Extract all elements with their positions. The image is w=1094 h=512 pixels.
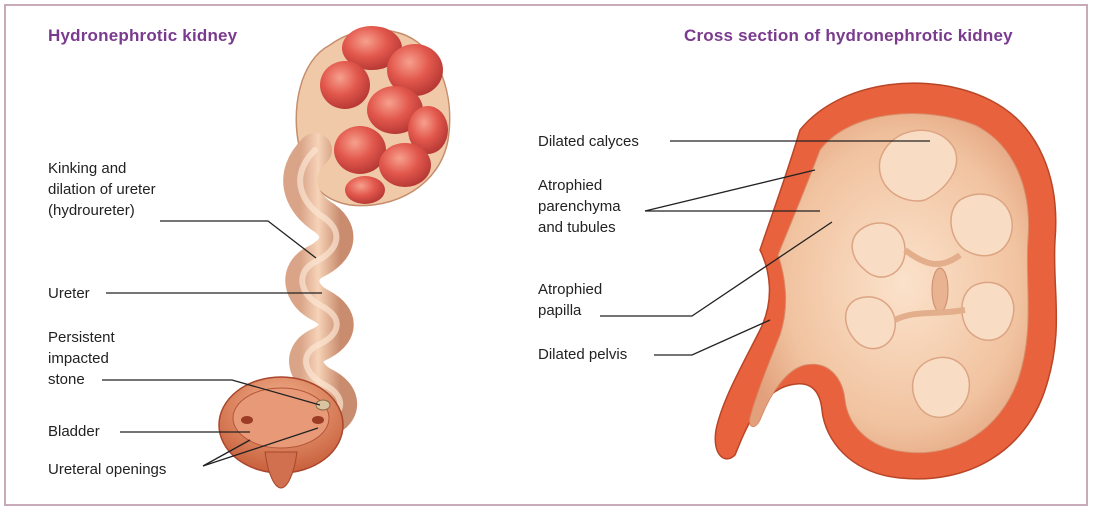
- cross-section-illustration: [715, 83, 1056, 479]
- label-persistent-stone: Persistent impacted stone: [48, 327, 115, 390]
- label-bladder: Bladder: [48, 421, 100, 442]
- label-atrophied-papilla: Atrophied papilla: [538, 279, 602, 321]
- leader-kinking: [160, 221, 316, 258]
- label-ureter: Ureter: [48, 283, 90, 304]
- label-dilated-calyces: Dilated calyces: [538, 131, 639, 152]
- label-atrophied-parenchyma: Atrophied parenchyma and tubules: [538, 175, 621, 238]
- hydronephrotic-kidney-illustration: [219, 26, 450, 488]
- label-ureteral-openings: Ureteral openings: [48, 459, 166, 480]
- left-panel-title: Hydronephrotic kidney: [48, 26, 237, 46]
- label-kinking-dilation: Kinking and dilation of ureter (hydroure…: [48, 158, 156, 221]
- right-panel-title: Cross section of hydronephrotic kidney: [684, 26, 1013, 46]
- label-dilated-pelvis: Dilated pelvis: [538, 344, 627, 365]
